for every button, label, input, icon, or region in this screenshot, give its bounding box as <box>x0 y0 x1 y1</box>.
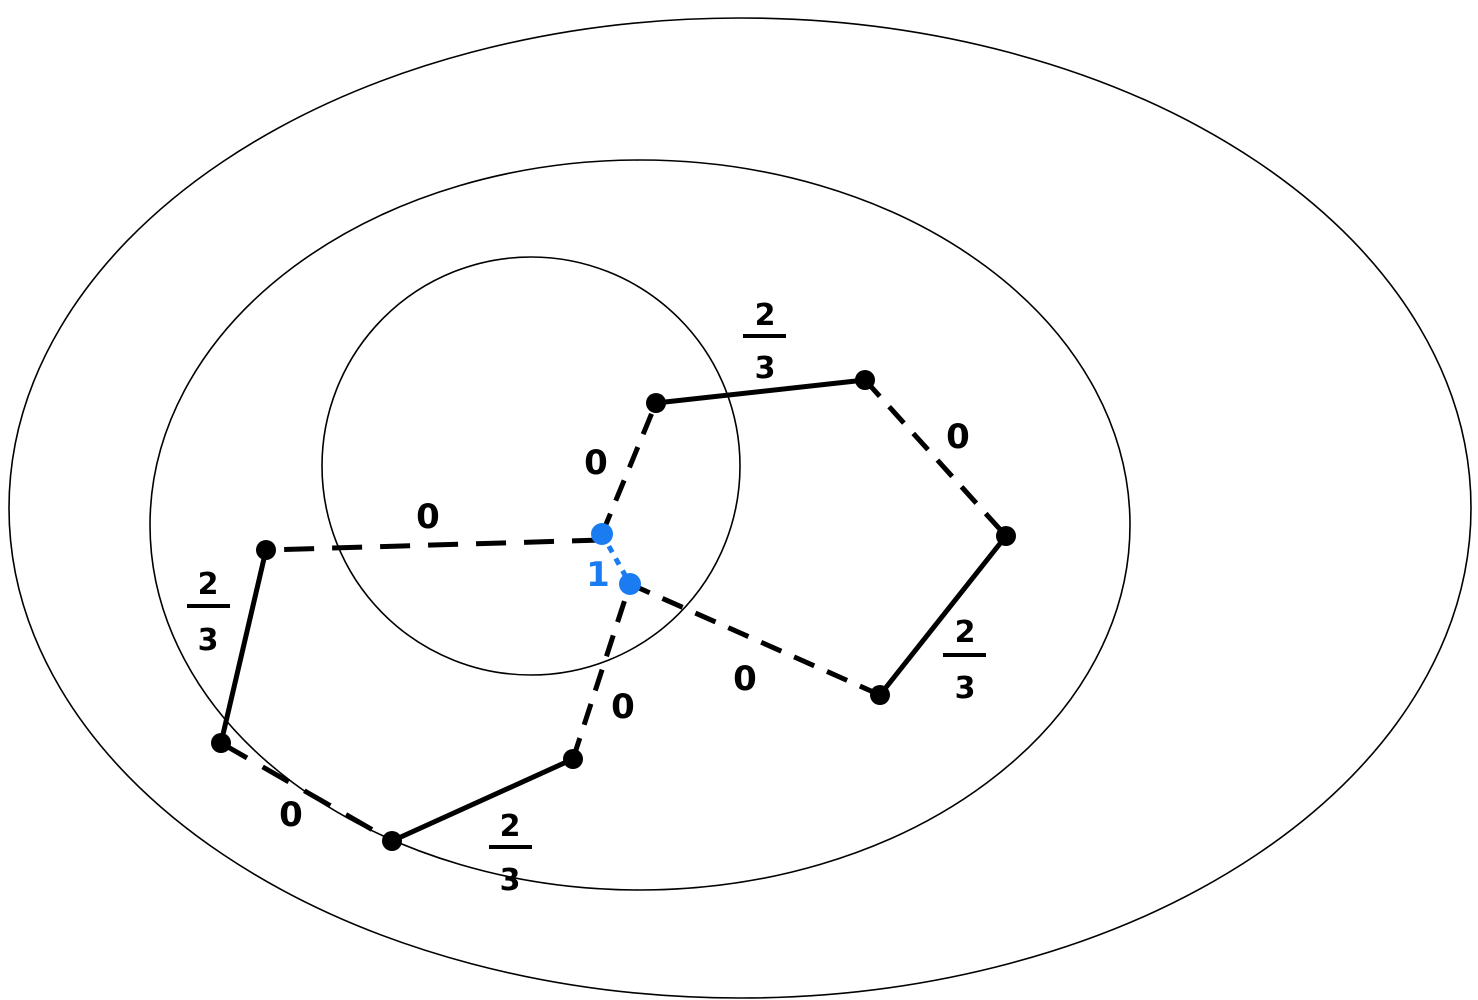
edge-dashed-bottom-left <box>219 740 394 844</box>
label-lower-right-dashed: 0 <box>733 659 757 699</box>
label-upper-right-solid: 2 3 <box>743 298 786 386</box>
vertex-blue-upper <box>591 523 613 545</box>
svg-text:0: 0 <box>416 497 440 537</box>
label-blue-edge: 1 <box>586 555 610 595</box>
svg-text:3: 3 <box>198 623 219 658</box>
svg-text:2: 2 <box>955 615 976 650</box>
middle-region <box>149 159 1131 891</box>
label-bottom-solid: 2 3 <box>489 809 532 898</box>
vertex-lower-center <box>563 749 583 769</box>
label-lower-center-dashed: 0 <box>611 687 635 727</box>
edge-solid-bottom <box>390 756 575 844</box>
label-bottom-left-dashed: 0 <box>279 795 303 835</box>
svg-text:2: 2 <box>198 567 219 602</box>
edges <box>218 377 1008 844</box>
edge-dashed-lower-right <box>628 581 882 698</box>
svg-text:2: 2 <box>500 809 521 844</box>
edge-solid-right <box>878 534 1008 697</box>
vertices <box>211 370 1016 851</box>
label-center-upper-dashed: 0 <box>584 443 608 483</box>
svg-text:3: 3 <box>955 671 976 706</box>
vertex-lower-left <box>211 733 231 753</box>
svg-text:3: 3 <box>500 863 521 898</box>
label-right-dashed: 0 <box>946 417 970 457</box>
vertex-top <box>646 393 666 413</box>
label-right-solid: 2 3 <box>943 615 986 706</box>
label-left-dashed: 0 <box>416 497 440 537</box>
svg-text:2: 2 <box>755 298 776 333</box>
inner-region <box>321 256 741 676</box>
svg-text:3: 3 <box>755 351 776 386</box>
vertex-top-right <box>855 370 875 390</box>
outer-region <box>8 17 1472 999</box>
vertex-left <box>256 540 276 560</box>
edge-solid-upper <box>655 377 866 406</box>
vertex-lower-right <box>870 685 890 705</box>
edge-dashed-lower-center <box>570 583 633 760</box>
label-left-solid: 2 3 <box>187 567 230 658</box>
edge-dashed-right <box>863 378 1008 538</box>
edge-dashed-left <box>265 537 603 553</box>
vertex-blue-lower <box>619 573 641 595</box>
edge-solid-left <box>218 549 269 744</box>
vertex-bottom <box>382 831 402 851</box>
edge-dashed-center-upper <box>599 402 659 535</box>
vertex-right <box>996 526 1016 546</box>
